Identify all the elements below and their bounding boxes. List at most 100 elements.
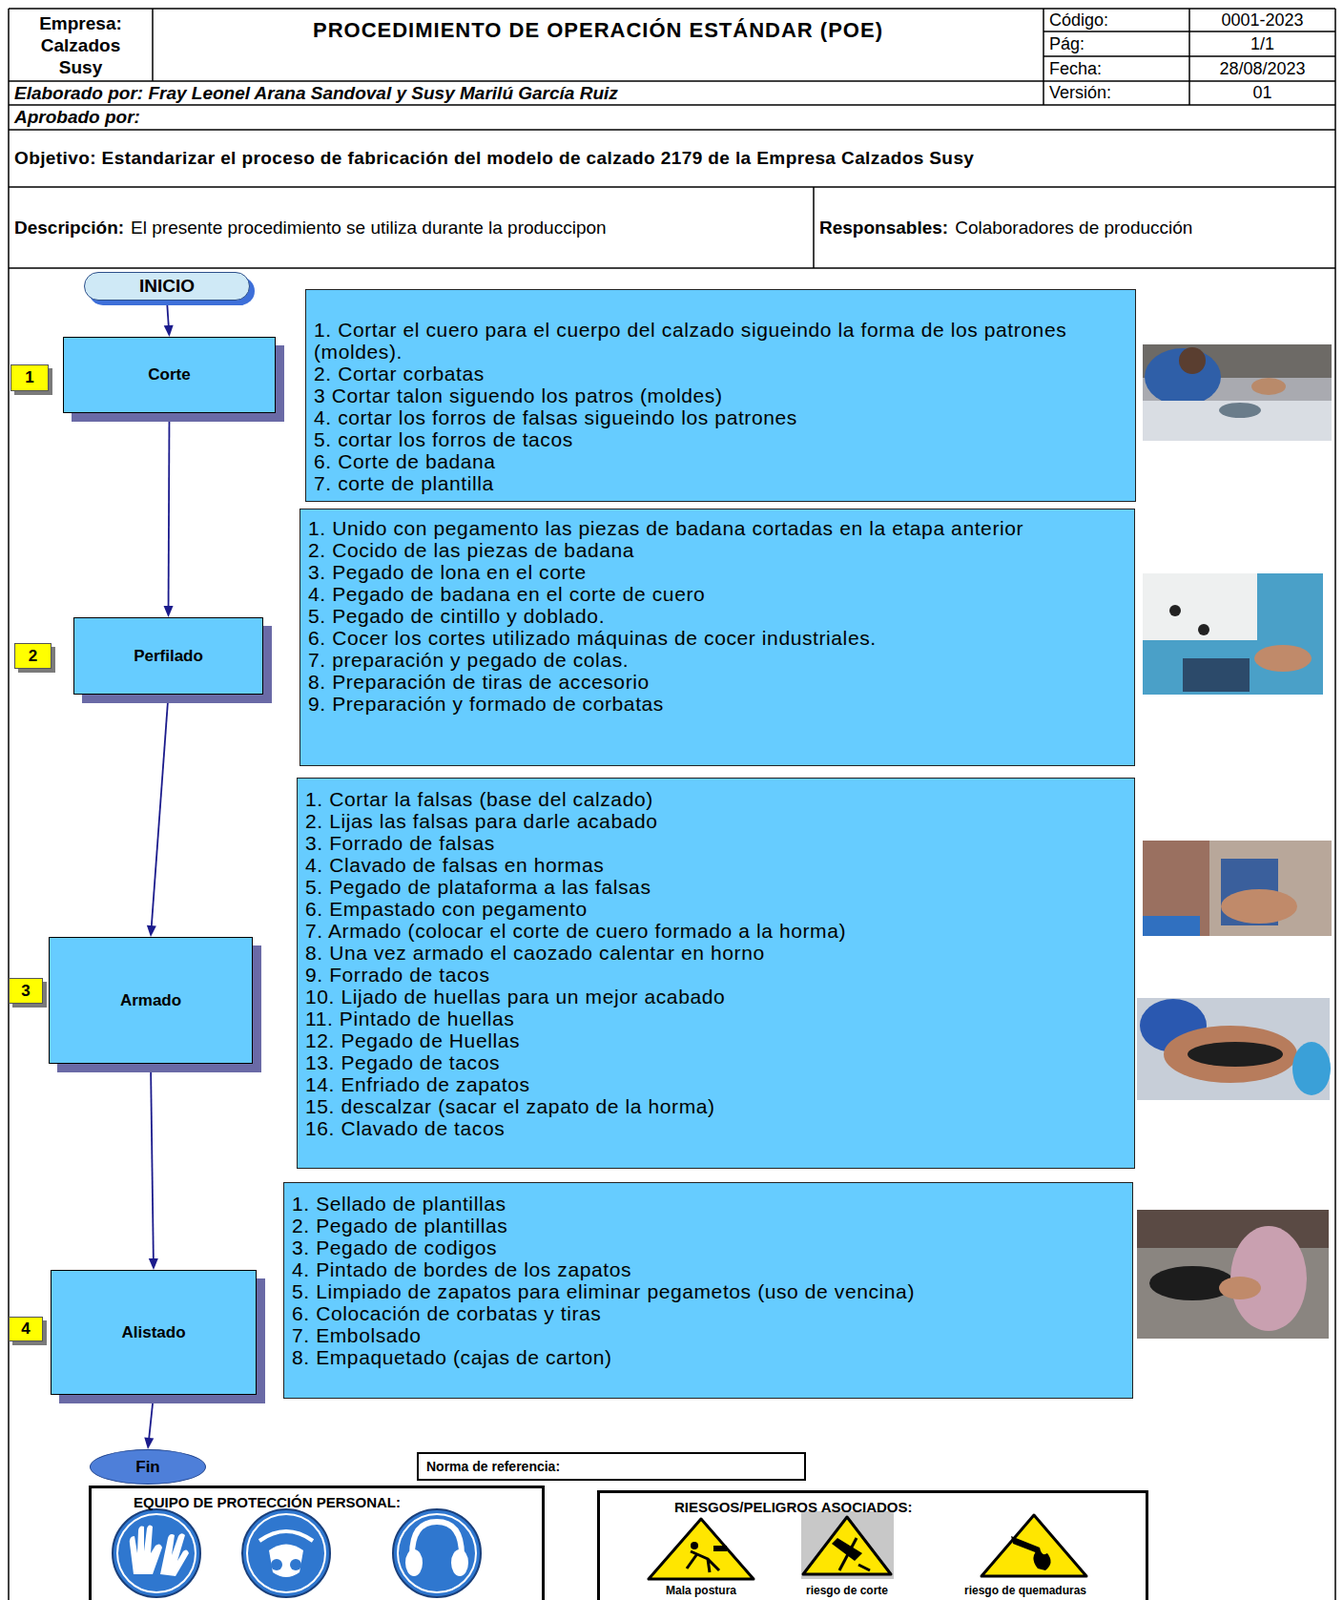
process-photo bbox=[1182, 658, 1250, 692]
step-item: 6. Cocer los cortes utilizado máquinas d… bbox=[308, 626, 1127, 649]
process-photo bbox=[1136, 997, 1331, 1100]
connector-line bbox=[166, 300, 169, 328]
label-wrap: Mala postura bbox=[643, 1583, 759, 1597]
flow-connector bbox=[144, 1394, 154, 1449]
step-item: 1. Unido con pegamento las piezas de bad… bbox=[308, 516, 1127, 539]
step-item: 8. Una vez armado el caozado calentar en… bbox=[305, 941, 1127, 964]
step-item: 3. Pegado de codigos bbox=[291, 1236, 1125, 1259]
label-wrap: riesgo de quemaduras bbox=[949, 1583, 1102, 1597]
label-wrap: Elaborado por: Fray Leonel Arana Sandova… bbox=[14, 82, 1044, 104]
form-grid bbox=[8, 8, 1336, 1600]
process-photo bbox=[1144, 348, 1221, 406]
label-cell: riesgo de quemaduras bbox=[949, 1582, 1102, 1598]
process-box: Corte bbox=[62, 336, 276, 414]
step-item: 16. Clavado de tacos bbox=[305, 1116, 1127, 1139]
form-grid bbox=[151, 8, 154, 82]
panel-heading: EQUIPO DE PROTECCIÓN PERSONAL: bbox=[133, 1493, 542, 1510]
field-text: Colaboradores de producción bbox=[954, 217, 1193, 238]
step-item: 5. Pegado de cintillo y doblado. bbox=[308, 604, 1127, 627]
label-wrap: Pág: bbox=[1049, 34, 1190, 55]
step-item: 10. Lijado de huellas para un mejor acab… bbox=[305, 985, 1127, 1008]
process-photo bbox=[1136, 1209, 1329, 1339]
label-wrap: Responsables:Colaboradores de producción bbox=[819, 217, 1336, 239]
ppe-gloves-icon bbox=[160, 1532, 189, 1576]
process-box: Armado bbox=[48, 936, 253, 1064]
label-cell: 3 bbox=[8, 977, 43, 1004]
ppe-respirator-icon bbox=[289, 1558, 302, 1571]
label-cell: Elaborado por: Fray Leonel Arana Sandova… bbox=[8, 81, 1044, 105]
step-item: 2. Pegado de plantillas bbox=[291, 1214, 1125, 1237]
ppe-ear-protection-icon bbox=[412, 1521, 462, 1555]
process-photo bbox=[1142, 915, 1200, 936]
terminal-text: Fin bbox=[135, 1457, 161, 1477]
hazard-caption: Mala postura bbox=[665, 1583, 737, 1597]
callout-number: 4 bbox=[20, 1319, 30, 1338]
label-cell: Descripción:El presente procedimiento se… bbox=[8, 186, 814, 269]
step-item: 3 Cortar talon siguendo los patros (mold… bbox=[313, 384, 1128, 407]
ppe-gloves-icon bbox=[112, 1508, 201, 1597]
form-grid bbox=[1188, 8, 1191, 105]
process-photo bbox=[1198, 623, 1210, 636]
field-value: 01 bbox=[1252, 82, 1272, 103]
burn-hazard-sign bbox=[1011, 1535, 1040, 1553]
ppe-ear-protection-icon bbox=[397, 1513, 476, 1592]
ppe-ear-protection-icon bbox=[451, 1549, 469, 1576]
cut-hazard-sign bbox=[801, 1510, 894, 1579]
step-item: 2. Lijas las falsas para darle acabado bbox=[305, 809, 1127, 832]
label-cell: Objetivo: Estandarizar el proceso de fab… bbox=[8, 129, 1336, 187]
step-item: 7. preparación y pegado de colas. bbox=[308, 648, 1127, 671]
form-grid bbox=[812, 186, 815, 269]
form-grid bbox=[8, 185, 1336, 188]
connector-line bbox=[150, 1063, 154, 1261]
posture-hazard-sign bbox=[690, 1541, 699, 1550]
label-cell: 01 bbox=[1189, 81, 1336, 105]
step-name: Alistado bbox=[121, 1322, 186, 1343]
label-wrap: 4 bbox=[9, 1319, 42, 1339]
form-grid bbox=[8, 80, 1336, 83]
ppe-respirator-icon bbox=[242, 1508, 331, 1597]
process-photo bbox=[1178, 347, 1206, 374]
process-photo bbox=[1142, 840, 1210, 936]
step-name: Corte bbox=[147, 365, 190, 385]
process-photo bbox=[1187, 1041, 1283, 1067]
step-item: 12. Pegado de Huellas bbox=[305, 1029, 1127, 1052]
process-photo bbox=[1136, 1209, 1329, 1248]
field-value: 28/08/2023 bbox=[1219, 59, 1305, 79]
step-item: 14. Enfriado de zapatos bbox=[305, 1073, 1127, 1096]
posture-hazard-sign bbox=[686, 1550, 720, 1572]
label-cell: Fecha: bbox=[1043, 56, 1190, 82]
callout-number: 3 bbox=[20, 981, 30, 1000]
step-item: 9. Forrado de tacos bbox=[305, 963, 1127, 986]
process-photo bbox=[1142, 344, 1332, 441]
ppe-respirator-icon bbox=[268, 1544, 304, 1578]
process-photo bbox=[1292, 1041, 1331, 1096]
process-photo bbox=[1220, 888, 1298, 924]
step-item: 4. Pegado de badana en el corte de cuero bbox=[308, 582, 1127, 605]
process-photo bbox=[1219, 402, 1261, 418]
label-cell: 2 bbox=[14, 642, 52, 669]
approval-line: Aprobado por: bbox=[14, 106, 141, 127]
label-wrap: Versión: bbox=[1049, 82, 1190, 104]
label-cell: Responsables:Colaboradores de producción bbox=[813, 186, 1336, 269]
process-photo bbox=[1254, 644, 1312, 672]
callout-number: 1 bbox=[24, 368, 34, 387]
process-photo bbox=[1142, 573, 1323, 695]
label-wrap: 3 bbox=[9, 981, 42, 1001]
field-value: 0001-2023 bbox=[1220, 10, 1303, 30]
connector-line bbox=[148, 1394, 154, 1440]
author-line: Elaborado por: Fray Leonel Arana Sandova… bbox=[14, 82, 619, 104]
process-photo bbox=[1219, 1276, 1261, 1300]
ppe-ear-protection-icon bbox=[392, 1508, 481, 1597]
process-photo bbox=[1169, 604, 1181, 617]
form-grid bbox=[1042, 8, 1045, 105]
label-wrap: Objetivo: Estandarizar el proceso de fab… bbox=[14, 147, 1336, 169]
step-item: 1. Sellado de plantillas bbox=[291, 1192, 1125, 1215]
label-wrap: 1 bbox=[11, 368, 48, 388]
step-item: 3. Forrado de falsas bbox=[305, 831, 1127, 854]
label-cell: Código: bbox=[1043, 8, 1190, 32]
label-wrap: Aprobado por: bbox=[14, 106, 1336, 128]
end-terminal: Fin bbox=[89, 1448, 207, 1485]
form-grid bbox=[7, 8, 10, 1600]
company-name: Empresa: Calzados Susy bbox=[39, 13, 123, 78]
label-cell: 1/1 bbox=[1189, 31, 1336, 57]
